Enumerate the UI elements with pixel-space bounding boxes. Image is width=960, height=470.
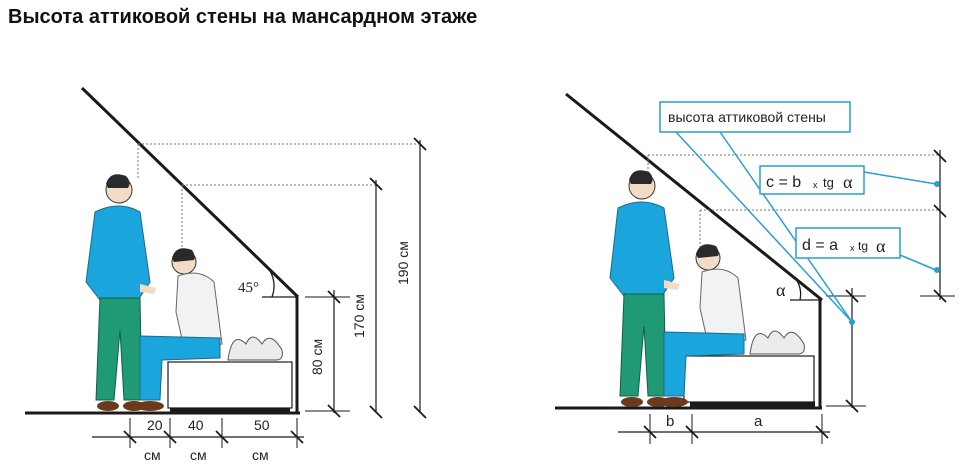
callout-leader-1 bbox=[675, 131, 853, 323]
left-sitting-man bbox=[136, 248, 223, 411]
bottom-dim-50: 50 bbox=[254, 417, 270, 433]
left-standing-man bbox=[85, 174, 156, 411]
callout-dot bbox=[849, 319, 855, 325]
bottom-unit-2: см bbox=[190, 447, 207, 463]
formula-d-leader bbox=[899, 254, 937, 271]
page-title: Высота аттиковой стены на мансардном эта… bbox=[8, 6, 478, 28]
right-sitting-man-pants bbox=[663, 331, 745, 397]
formula-d-dot bbox=[934, 267, 940, 273]
bottom-tick-1 bbox=[123, 430, 137, 444]
left-angle-label: 45° bbox=[238, 280, 259, 296]
dim-label-190: 190 см bbox=[395, 241, 411, 285]
dim-tick-190-bottom bbox=[413, 405, 427, 419]
right-bottom-a: a bbox=[754, 413, 763, 430]
sitting-man-pants bbox=[139, 335, 221, 401]
formula-c-dot bbox=[934, 181, 940, 187]
dim-tick-190-top bbox=[413, 137, 427, 151]
right-dim-tick-2 bbox=[933, 204, 947, 218]
right-bottom-tick-3 bbox=[815, 425, 829, 439]
callout-leader-2 bbox=[719, 131, 853, 323]
right-dim-tick-1 bbox=[933, 149, 947, 163]
callout-box bbox=[659, 101, 851, 133]
callout-label: высота аттиковой стены bbox=[668, 109, 826, 125]
right-dim-wall-tick-top bbox=[845, 289, 859, 303]
formula-c-rhs: tg bbox=[823, 175, 834, 190]
bottom-tick-2 bbox=[163, 430, 177, 444]
right-bottom-b: b bbox=[666, 413, 674, 430]
formula-d-alpha: α bbox=[876, 236, 886, 256]
formula-d-box bbox=[795, 227, 901, 259]
right-floor-mat bbox=[690, 401, 815, 407]
left-floor-mat bbox=[170, 406, 290, 412]
bottom-tick-4 bbox=[290, 430, 304, 444]
dim-tick-80-top bbox=[327, 290, 341, 304]
formula-d-rhs: tg bbox=[858, 239, 868, 253]
bottom-unit-1: см bbox=[144, 447, 161, 463]
left-roof-slope bbox=[80, 86, 300, 299]
right-diagram: α высота аттиковой стены c = b x tg α bbox=[555, 92, 955, 444]
bottom-dim-20: 20 bbox=[147, 417, 163, 433]
formula-c-mid: x bbox=[813, 180, 818, 190]
bottom-unit-3: см bbox=[252, 447, 269, 463]
formula-d-mid: x bbox=[850, 243, 855, 253]
right-pillows bbox=[749, 330, 805, 355]
left-bed bbox=[167, 361, 293, 409]
right-roof-slope bbox=[565, 92, 823, 302]
right-bottom-tick-1 bbox=[643, 425, 657, 439]
dim-tick-170-bottom bbox=[369, 405, 383, 419]
formula-c-alpha: α bbox=[843, 172, 853, 192]
right-angle-arc bbox=[795, 278, 802, 301]
bottom-dim-40: 40 bbox=[188, 417, 204, 433]
dim-label-170: 170 см bbox=[351, 294, 367, 338]
right-bottom-tick-2 bbox=[685, 425, 699, 439]
dim-tick-170-top bbox=[369, 177, 383, 191]
dim-tick-80-bottom bbox=[327, 404, 341, 418]
formula-c-lhs: c = b bbox=[766, 174, 801, 191]
right-sitting-man bbox=[660, 244, 747, 407]
formula-d-lhs: d = a bbox=[802, 237, 838, 254]
right-standing-man bbox=[609, 170, 680, 407]
left-angle-arc bbox=[267, 267, 275, 298]
right-angle-alpha: α bbox=[776, 280, 786, 300]
right-standing-man-pants bbox=[619, 293, 667, 397]
right-bed bbox=[683, 355, 815, 403]
bottom-tick-3 bbox=[215, 430, 229, 444]
left-diagram: 45° 190 см 170 см 80 см 20 40 bbox=[25, 86, 427, 463]
right-dim-wall-tick-bottom bbox=[845, 399, 859, 413]
formula-c-leader bbox=[863, 171, 937, 185]
standing-man-pants bbox=[95, 297, 143, 401]
left-pillows bbox=[227, 336, 283, 361]
dim-label-80: 80 см bbox=[309, 339, 325, 375]
formula-c-box bbox=[759, 165, 865, 195]
